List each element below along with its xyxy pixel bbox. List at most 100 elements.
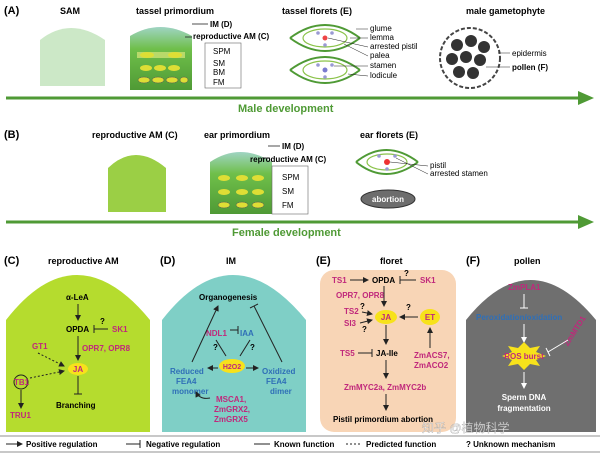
tassel-primordium-label: tassel primordium [136,6,214,16]
panel-e: (E) floret TS1 OPDA ? SK1 OPR7, OPR8 TS2… [316,255,456,432]
floret-part-label: glume [370,24,392,33]
ja-c-label: JA [73,365,83,374]
organogenesis-label: Organogenesis [199,293,258,302]
abortion-badge: abortion [360,189,416,209]
fm-b-label: FM [282,201,294,210]
male-development-arrow [6,91,594,105]
msca-line: MSCA1, [216,395,246,404]
reproductive-am-label: reproductive AM (C) [193,32,269,41]
ja-ile-label: JA-Ile [376,349,398,358]
ts2-label: TS2 [344,307,359,316]
legend: Positive regulation Negative regulation … [0,435,600,453]
zmacs-line: ZmACS7, [414,351,450,360]
opr-e-label: OPR7, OPR8 [336,291,385,300]
panel-c-title: reproductive AM [48,256,119,266]
sk1-c-label: SK1 [112,325,128,334]
oxidized-fea4-line: FEA4 [266,377,287,386]
ts1-label: TS1 [332,276,347,285]
unknown-e4-label: ? [406,303,411,312]
tassel-florets-label: tassel florets (E) [282,6,352,16]
gt1-label: GT1 [32,342,48,351]
oxidized-fea4-line: dimer [270,387,292,396]
fm-label: FM [213,78,225,87]
male-development-label: Male development [238,103,334,115]
unknown-d2-label: ? [250,343,255,352]
spm-b-label: SPM [282,173,300,182]
panel-e-shape [320,270,456,432]
male-gametophyte-label: male gametophyte [466,6,545,16]
unknown-c-label: ? [100,317,105,326]
unknown-d1-label: ? [213,343,218,352]
panel-d: (D) IM Organogenesis NDL1 IAA ? ? H2O2 R… [160,255,306,432]
arrested-stamen-label: arrested stamen [430,169,488,178]
opr-c-label: OPR7, OPR8 [82,344,131,353]
zmmyc-label: ZmMYC2a, ZmMYC2b [344,383,426,392]
opda-e-label: OPDA [372,276,395,285]
sm-b-label: SM [282,187,294,196]
legend-known: Known function [274,440,335,449]
panel-f: (F) pollen ZmPLA1 Peroxidation/oxidation… [466,255,596,432]
bm-label: BM [213,68,225,77]
ndl1-label: NDL1 [206,329,227,338]
unknown-e2-label: ? [360,302,365,311]
unknown-e3-label: ? [362,325,367,334]
iaa-label: IAA [240,329,254,338]
h2o2-label: H2O2 [223,364,241,371]
female-development-label: Female development [232,227,341,239]
et-node [420,309,440,325]
floret-part-label: palea [370,51,390,60]
sperm-line: Sperm DNA [502,393,547,402]
oxidized-fea4-line: Oxidized [262,367,295,376]
legend-predicted: Predicted function [366,440,436,449]
msca-line: ZmGRX2, [214,405,250,414]
alpha-lea-label: α-LeA [66,293,89,302]
ja-c-node [68,363,88,375]
branching-label: Branching [56,401,96,410]
reduced-fea4-line: Reduced [170,367,204,376]
reduced-fea4-line: monomer [172,387,208,396]
female-development-arrow [6,215,594,229]
unknown-e1-label: ? [404,269,409,278]
sm-label: SM [213,59,225,68]
panel-d-title: IM [226,256,236,266]
ja-e-label: JA [381,313,391,322]
ts5-label: TS5 [340,349,355,358]
panel-e-label: (E) [316,255,331,267]
spm-label: SPM [213,47,231,56]
ear-primordium-label: ear primordium [204,130,270,140]
sperm-line: fragmentation [497,404,550,413]
msca-line: ZmGRX5 [214,415,248,424]
tassel-floret-diagram [289,24,361,84]
ear-primordium-shape [210,152,272,214]
panel-c-label: (C) [4,255,20,267]
reproductive-am-shape [108,155,166,212]
panel-f-label: (F) [466,255,480,267]
si3-label: SI3 [344,319,357,328]
h2o2-node [219,359,245,373]
floret-part-label: arrested pistil [370,42,418,51]
panel-b-label: (B) [4,129,20,141]
pistil-abortion-label: Pistil primordium abortion [333,415,433,424]
legend-negative: Negative regulation [146,440,220,449]
reproductive-am-b-label: reproductive AM (C) [92,130,178,140]
panel-b: (B) reproductive AM (C) ear primordium I… [4,129,594,239]
et-label: ET [425,313,435,322]
floret-leader-lines [327,28,369,77]
legend-unknown: ? Unknown mechanism [466,440,555,449]
im-b-label: IM (D) [282,142,305,151]
pistil-label: pistil [430,161,446,170]
watermark: 知乎 @植物科学 [422,420,510,435]
panel-c: (C) reproductive AM α-LeA OPDA ? SK1 OPR… [4,255,150,432]
ja-e-node [375,310,397,324]
male-gametophyte-diagram [439,27,501,89]
zmacs-line: ZmACO2 [414,361,449,370]
zmpla1-label: ZmPLA1 [508,283,541,292]
floret-part-label: stamen [370,61,396,70]
tassel-primordium-shape [130,27,192,90]
panel-a-label: (A) [4,5,20,17]
floret-part-labels: glume lemma arrested pistil palea stamen… [370,24,418,80]
ros-burst-label: ROS burst [504,352,544,361]
im-label: IM (D) [210,20,233,29]
legend-positive: Positive regulation [26,440,98,449]
